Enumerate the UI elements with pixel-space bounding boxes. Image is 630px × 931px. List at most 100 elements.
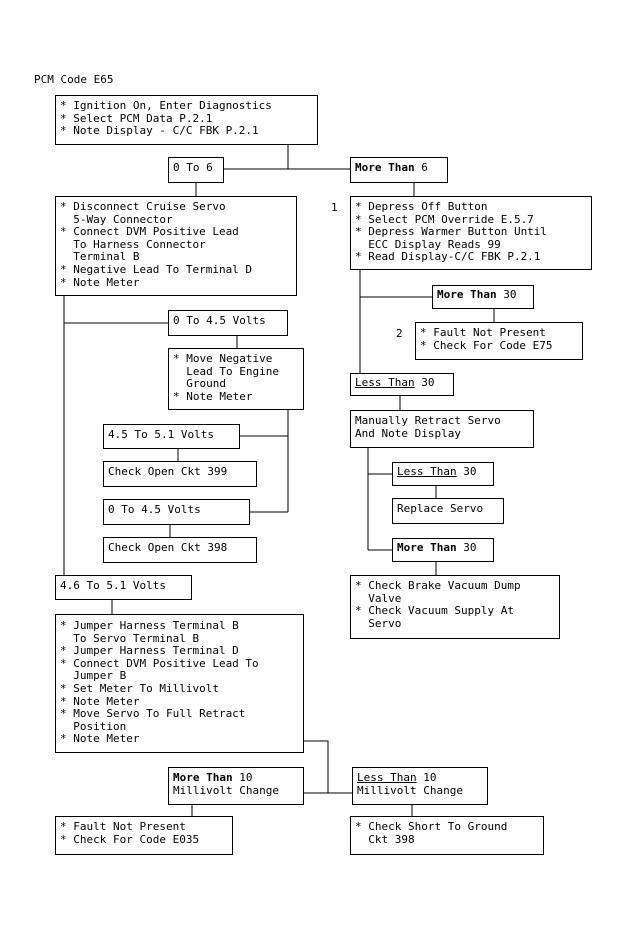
volts-0-to-4.5-box-a: 0 To 4.5 Volts bbox=[168, 310, 288, 336]
move-negative-lead-box: * Move Negative Lead To Engine Ground * … bbox=[168, 348, 304, 410]
more-than-30-box-bottom: More Than 30 bbox=[392, 538, 494, 562]
check-short-398-box: * Check Short To Ground Ckt 398 bbox=[350, 816, 544, 855]
check-brake-vacuum-box: * Check Brake Vacuum Dump Valve * Check … bbox=[350, 575, 560, 639]
step-line: Check Open Ckt 398 bbox=[108, 541, 228, 554]
step-line: * Check Brake Vacuum Dump bbox=[355, 579, 521, 592]
step-line: * Select PCM Data P.2.1 bbox=[60, 111, 213, 125]
step-line: 5-Way Connector bbox=[60, 212, 173, 226]
check-open-ckt-398-box: Check Open Ckt 398 bbox=[103, 537, 257, 563]
step-line: Valve bbox=[355, 591, 402, 605]
less-than-10-millivolt-box: Less Than 10 Millivolt Change bbox=[352, 767, 488, 805]
range-label: Less Than 30 bbox=[397, 465, 477, 479]
step-line: * Connect DVM Positive Lead To bbox=[60, 656, 259, 670]
less-than-30-box-a: Less Than 30 bbox=[350, 373, 454, 396]
step-line: To Servo Terminal B bbox=[60, 631, 200, 645]
step-line: Check Open Ckt 399 bbox=[108, 465, 228, 478]
step-line: * Fault Not Present bbox=[60, 820, 186, 833]
step-line: * Depress Off Button bbox=[355, 200, 488, 213]
range-label: 0 To 6 bbox=[173, 161, 213, 174]
range-label: More Than 6 bbox=[355, 161, 428, 175]
volts-0-to-4.5-box-b: 0 To 4.5 Volts bbox=[103, 499, 250, 525]
step-line: Jumper B bbox=[60, 669, 127, 683]
check-open-ckt-399-box: Check Open Ckt 399 bbox=[103, 461, 257, 487]
step-line: Manually Retract Servo bbox=[355, 414, 501, 427]
depress-off-box: * Depress Off Button * Select PCM Overri… bbox=[350, 196, 592, 270]
fault-e035-box: * Fault Not Present * Check For Code E03… bbox=[55, 816, 233, 855]
jumper-harness-box: * Jumper Harness Terminal B To Servo Ter… bbox=[55, 614, 304, 753]
range-value: 10 bbox=[232, 771, 253, 784]
range-value: 30 bbox=[414, 376, 435, 389]
range-value: 30 bbox=[456, 465, 477, 478]
step-line: * Note Meter bbox=[60, 694, 140, 708]
range-label: Less Than 30 bbox=[355, 376, 435, 390]
step-line: To Harness Connector bbox=[60, 237, 206, 251]
less-than-30-box-b: Less Than 30 bbox=[392, 462, 494, 486]
range-unit: Millivolt Change bbox=[357, 783, 463, 797]
range-value: 30 bbox=[456, 541, 477, 554]
less-than-label: Less Than bbox=[397, 465, 457, 478]
step-line: * Move Servo To Full Retract bbox=[60, 707, 246, 721]
step-number-1: 1 bbox=[331, 201, 338, 214]
step-line: Servo bbox=[355, 616, 402, 630]
start-steps-box: * Ignition On, Enter Diagnostics * Selec… bbox=[55, 95, 318, 145]
step-line: Position bbox=[60, 719, 127, 733]
volts-4.6-to-5.1-box: 4.6 To 5.1 Volts bbox=[55, 575, 192, 600]
step-line: Lead To Engine bbox=[173, 364, 279, 378]
range-label: Less Than 10 bbox=[357, 771, 463, 785]
range-label: More Than 30 bbox=[437, 288, 517, 302]
range-label: More Than 10 bbox=[173, 771, 279, 785]
step-line: Replace Servo bbox=[397, 502, 484, 515]
more-than-label: More Than bbox=[397, 541, 457, 554]
step-line: * Negative Lead To Terminal D bbox=[60, 262, 253, 276]
step-line: Ckt 398 bbox=[355, 832, 415, 846]
step-line: ECC Display Reads 99 bbox=[355, 237, 501, 251]
step-line: And Note Display bbox=[355, 426, 461, 440]
range-value: 6 bbox=[414, 161, 428, 174]
step-line: * Check Short To Ground bbox=[355, 820, 508, 833]
step-line: * Select PCM Override E.5.7 bbox=[355, 212, 534, 226]
range-unit: Millivolt Change bbox=[173, 783, 279, 797]
step-line: * Check For Code E75 bbox=[420, 338, 553, 352]
less-than-label: Less Than bbox=[355, 376, 415, 389]
disconnect-servo-box: * Disconnect Cruise Servo 5-Way Connecto… bbox=[55, 196, 297, 296]
replace-servo-box: Replace Servo bbox=[392, 498, 504, 524]
range-label: 0 To 4.5 Volts bbox=[108, 503, 201, 516]
range-value: 10 bbox=[416, 771, 437, 784]
more-than-label: More Than bbox=[173, 771, 233, 784]
chart-title: PCM Code E65 bbox=[34, 73, 114, 86]
step-line: * Check For Code E035 bbox=[60, 832, 200, 846]
step-line: * Ignition On, Enter Diagnostics bbox=[60, 99, 272, 112]
more-than-label: More Than bbox=[355, 161, 415, 174]
step-line: Terminal B bbox=[60, 250, 140, 264]
step-line: * Note Meter bbox=[173, 389, 253, 403]
step-line: * Disconnect Cruise Servo bbox=[60, 200, 226, 213]
step-line: Ground bbox=[173, 377, 226, 391]
step-line: * Jumper Harness Terminal D bbox=[60, 644, 239, 658]
range-label: 4.6 To 5.1 Volts bbox=[60, 579, 166, 592]
fault-e75-box: * Fault Not Present * Check For Code E75 bbox=[415, 322, 583, 360]
more-than-label: More Than bbox=[437, 288, 497, 301]
step-line: * Fault Not Present bbox=[420, 326, 546, 339]
step-line: * Check Vacuum Supply At bbox=[355, 604, 514, 618]
step-line: * Note Meter bbox=[60, 732, 140, 746]
more-than-10-millivolt-box: More Than 10 Millivolt Change bbox=[168, 767, 304, 805]
step-line: * Connect DVM Positive Lead bbox=[60, 225, 239, 239]
range-label: More Than 30 bbox=[397, 541, 477, 555]
range-value: 30 bbox=[496, 288, 517, 301]
range-label: 4.5 To 5.1 Volts bbox=[108, 428, 214, 441]
less-than-label: Less Than bbox=[357, 771, 417, 784]
step-line: * Depress Warmer Button Until bbox=[355, 225, 548, 239]
range-label: 0 To 4.5 Volts bbox=[173, 314, 266, 327]
step-line: * Set Meter To Millivolt bbox=[60, 681, 219, 695]
step-line: * Note Meter bbox=[60, 275, 140, 289]
step-line: * Note Display - C/C FBK P.2.1 bbox=[60, 124, 259, 138]
step-line: * Move Negative bbox=[173, 352, 273, 365]
more-than-6-box: More Than 6 bbox=[350, 157, 448, 183]
more-than-30-box-top: More Than 30 bbox=[432, 285, 534, 309]
step-number-2: 2 bbox=[396, 327, 403, 340]
step-line: * Read Display-C/C FBK P.2.1 bbox=[355, 250, 541, 264]
step-line: * Jumper Harness Terminal B bbox=[60, 619, 239, 632]
manually-retract-box: Manually Retract Servo And Note Display bbox=[350, 410, 534, 448]
